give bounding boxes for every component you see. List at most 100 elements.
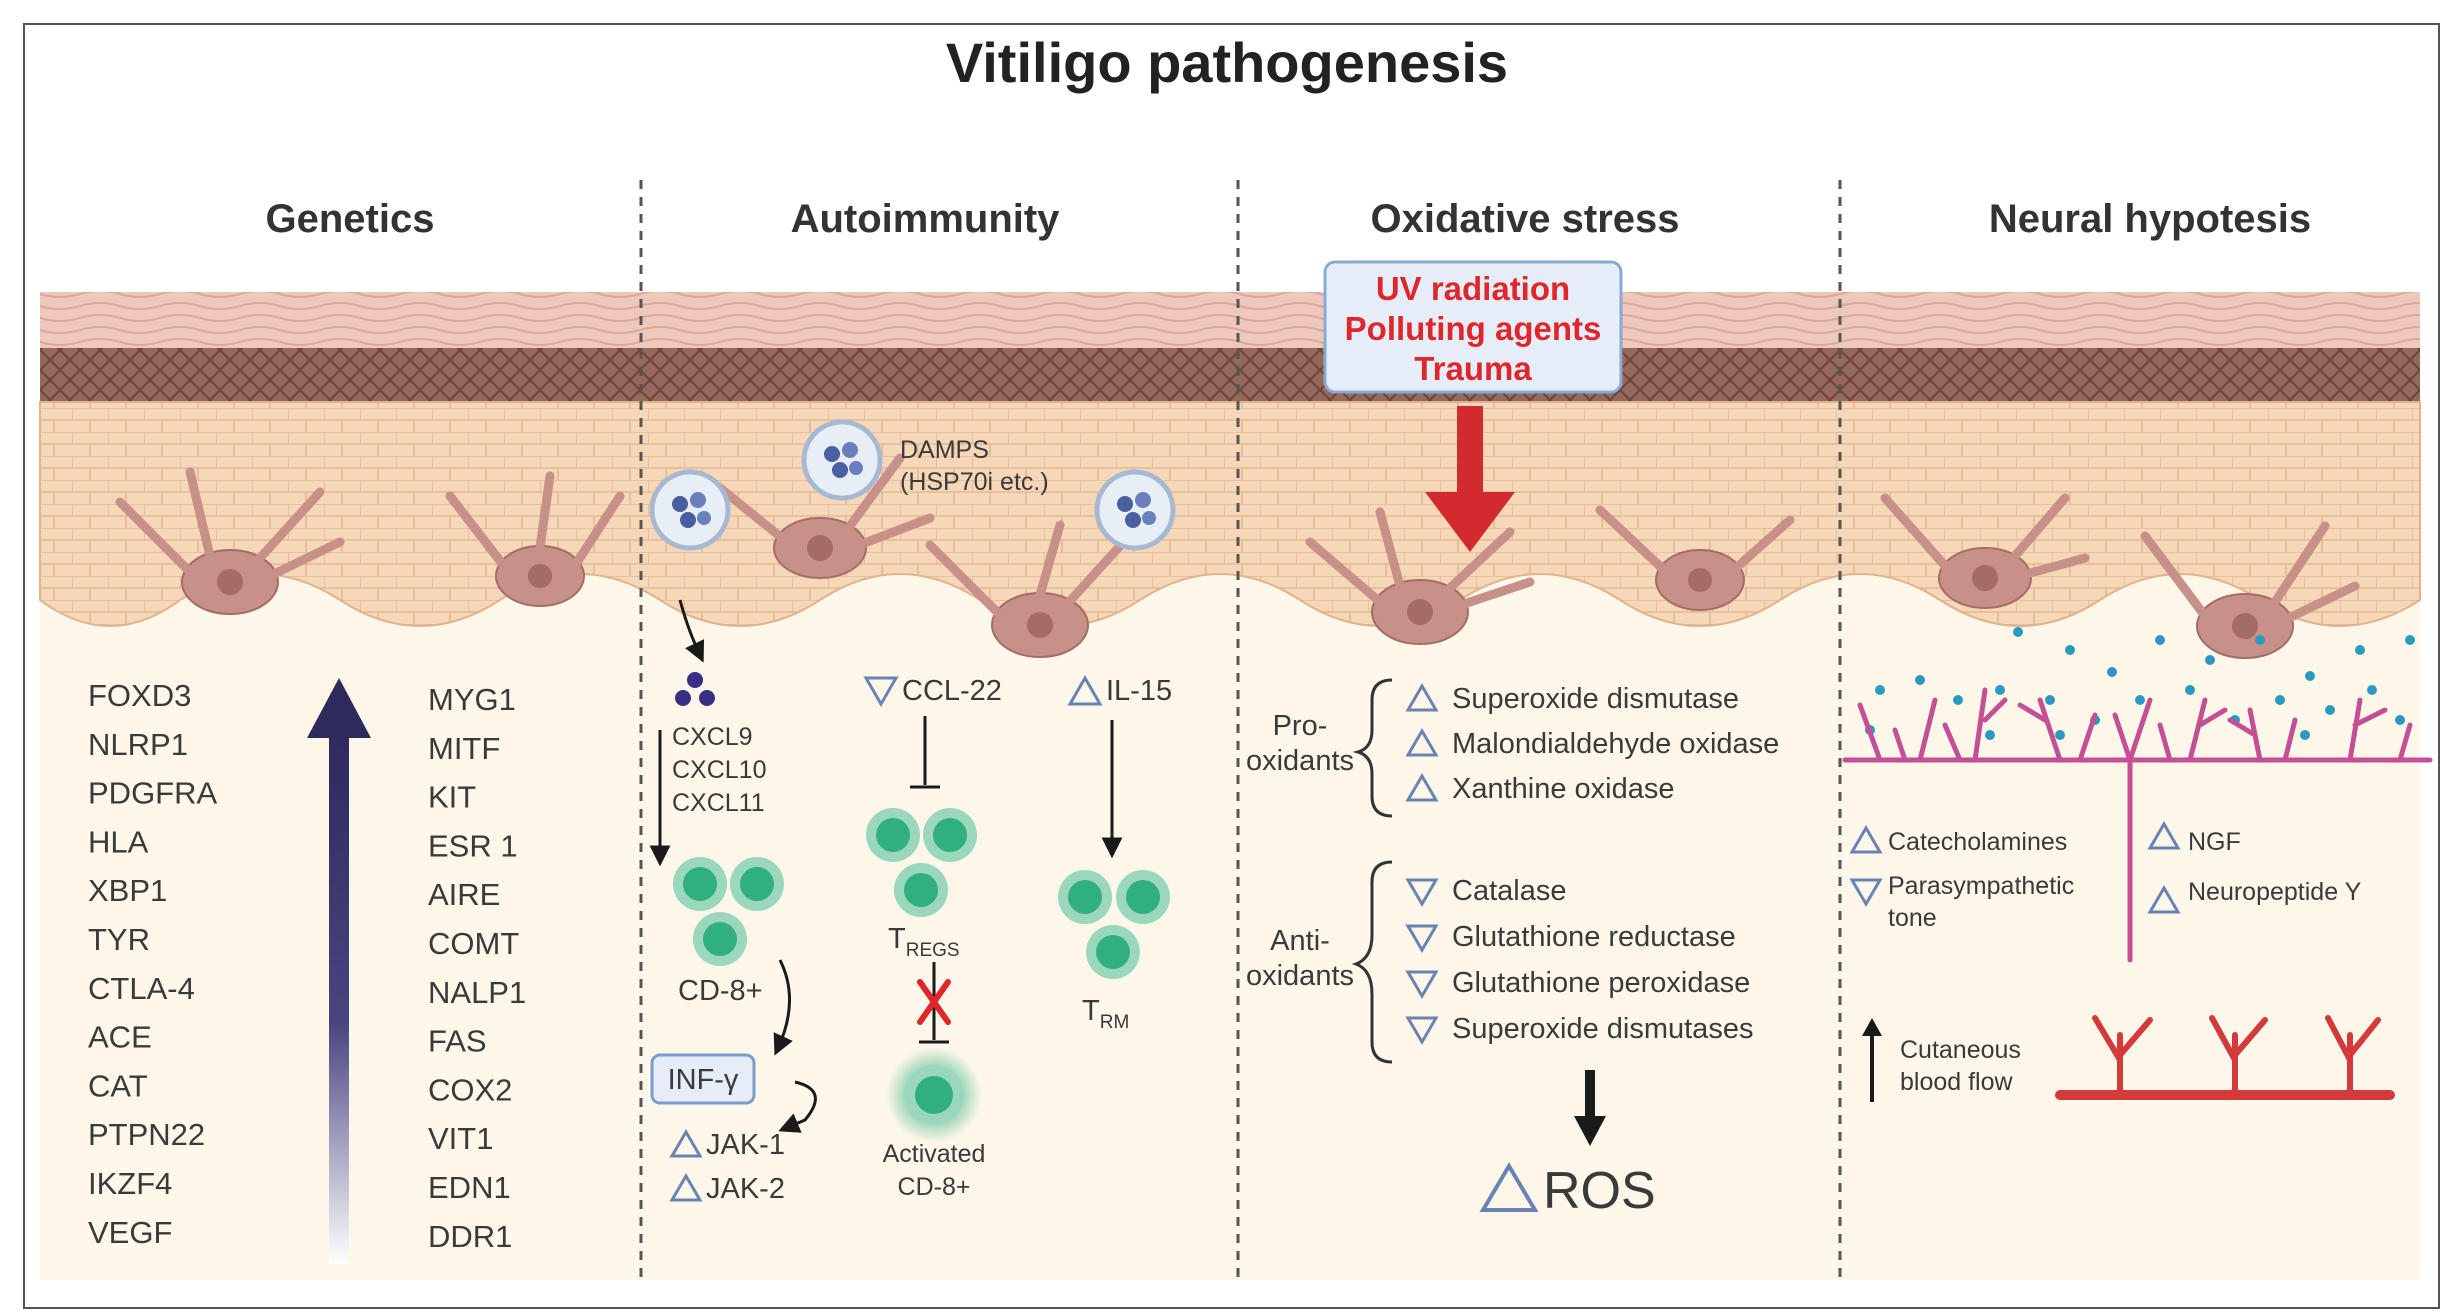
- ros-up-triangle: [1479, 1162, 1539, 1212]
- stratum-dark-layer: [40, 348, 2420, 402]
- dot: [2355, 645, 2365, 655]
- inf-gamma-box: [650, 1053, 756, 1105]
- down-triangle-icon: [1405, 1016, 1439, 1045]
- dot: [2055, 730, 2065, 740]
- pro-oxidants-label-1: Pro-: [1273, 710, 1328, 742]
- epidermis-cells: [39, 401, 2421, 627]
- melanocyte: [715, 453, 935, 579]
- jak2-up-triangle: [669, 1173, 703, 1202]
- blood-vessels: [2055, 1015, 2395, 1100]
- dot: [2325, 705, 2335, 715]
- treg-cells: [866, 808, 977, 917]
- gene-label: ACE: [88, 1020, 152, 1055]
- dot: [2300, 730, 2310, 740]
- dot: [1875, 685, 1885, 695]
- tregs-label: TREGS: [888, 923, 960, 961]
- gene-label: AIRE: [428, 877, 500, 912]
- pro-oxidants-brace: [1352, 678, 1393, 818]
- down-triangle-icon: [1405, 970, 1439, 999]
- triggers-box: [1323, 260, 1623, 394]
- dot: [2185, 685, 2195, 695]
- header-genetics: Genetics: [266, 197, 435, 241]
- gene-label: DDR1: [428, 1219, 512, 1254]
- gene-label: VEGF: [88, 1215, 172, 1250]
- melanocyte: [445, 471, 625, 607]
- damps-vesicle: [1094, 469, 1176, 551]
- genes-left-column: FOXD3NLRP1PDGFRAHLAXBP1TYRCTLA-4ACECATPT…: [88, 678, 218, 1250]
- inf-gamma-label: INF-γ: [668, 1064, 739, 1096]
- activated-sublabel: CD-8+: [898, 1173, 971, 1201]
- enzyme-label: Glutathione reductase: [1452, 921, 1736, 953]
- genetics-arrow-head: [307, 678, 371, 738]
- cxcl9-label: CXCL9: [672, 723, 753, 751]
- genetics-panel: FOXD3NLRP1PDGFRAHLAXBP1TYRCTLA-4ACECATPT…: [88, 678, 526, 1264]
- trigger-polluting-agents: Polluting agents: [1345, 310, 1602, 347]
- tregs-main: T: [888, 923, 906, 955]
- gene-label: CAT: [88, 1068, 148, 1103]
- gene-label: TYR: [88, 922, 150, 957]
- ccl22-inhibit-line: [910, 716, 940, 789]
- cxcl10-label: CXCL10: [672, 756, 767, 784]
- neuropeptide-label: Neuropeptide Y: [2188, 878, 2362, 906]
- activated-label: Activated: [883, 1140, 986, 1168]
- enzyme-label: Xanthine oxidase: [1452, 773, 1675, 805]
- t-cell: [730, 857, 784, 911]
- blood-flow-up-arrow: [1862, 1018, 1882, 1102]
- dot: [1995, 685, 2005, 695]
- jak1-up-triangle: [669, 1129, 703, 1158]
- dot: [2305, 671, 2315, 681]
- trigger-uv-radiation: UV radiation: [1376, 270, 1570, 307]
- dot: [1985, 730, 1995, 740]
- t-cell: [923, 808, 977, 862]
- gene-label: ESR 1: [428, 828, 518, 863]
- arrow-vesicle-to-chemokines: [678, 599, 705, 663]
- activated-cd8-cell: [886, 1047, 982, 1143]
- catecholamines-up-triangle: [1849, 825, 1883, 854]
- dot: [2395, 715, 2405, 725]
- damps-vesicles: [649, 419, 1176, 551]
- header-autoimmunity: Autoimmunity: [791, 197, 1061, 241]
- tregs-subscript: REGS: [906, 940, 960, 961]
- neuropeptide-up-triangle: [2147, 885, 2181, 914]
- stratum-corneum: [40, 292, 2420, 348]
- down-triangle-icon: [1405, 878, 1439, 907]
- cxcl11-label: CXCL11: [672, 789, 765, 817]
- il15-label: IL-15: [1106, 675, 1172, 707]
- gene-label: MITF: [428, 731, 500, 766]
- trm-label: TRM: [1082, 995, 1129, 1033]
- chemokine-dots: [675, 672, 715, 706]
- dot: [2275, 695, 2285, 705]
- panel-separators: [639, 180, 1842, 1280]
- t-cell: [673, 857, 727, 911]
- gene-label: EDN1: [428, 1170, 511, 1205]
- melanocyte: [2140, 521, 2360, 659]
- parasympathetic-down-triangle: [1849, 878, 1883, 907]
- cd8-label: CD-8+: [678, 975, 763, 1007]
- dot: [2155, 635, 2165, 645]
- catecholamines-label: Catecholamines: [1888, 828, 2067, 856]
- ccl22-down-triangle: [863, 676, 899, 708]
- dot: [2135, 695, 2145, 705]
- t-cell: [866, 808, 920, 862]
- genetics-arrow-shaft: [329, 732, 349, 1264]
- figure-title: Vitiligo pathogenesis: [946, 31, 1508, 94]
- dot: [1953, 695, 1963, 705]
- neural-panel: Catecholamines Parasympathetic tone NGF …: [1842, 627, 2433, 1102]
- damps-vesicle: [649, 469, 731, 551]
- dot: [2255, 635, 2265, 645]
- gene-label: CTLA-4: [88, 971, 195, 1006]
- blocked-cross-icon: [917, 979, 951, 1025]
- gene-label: VIT1: [428, 1121, 493, 1156]
- gene-label: FOXD3: [88, 678, 191, 713]
- gene-label: KIT: [428, 780, 476, 815]
- dot: [2107, 667, 2117, 677]
- ros-label: ROS: [1543, 1162, 1656, 1220]
- dermis-background: [40, 560, 2420, 1280]
- t-cell: [1116, 870, 1170, 924]
- anti-oxidants-brace: [1351, 860, 1393, 1064]
- nerve-branches: [1842, 687, 2433, 963]
- melanocyte: [925, 520, 1135, 658]
- ngf-label: NGF: [2188, 828, 2241, 856]
- gene-label: XBP1: [88, 873, 167, 908]
